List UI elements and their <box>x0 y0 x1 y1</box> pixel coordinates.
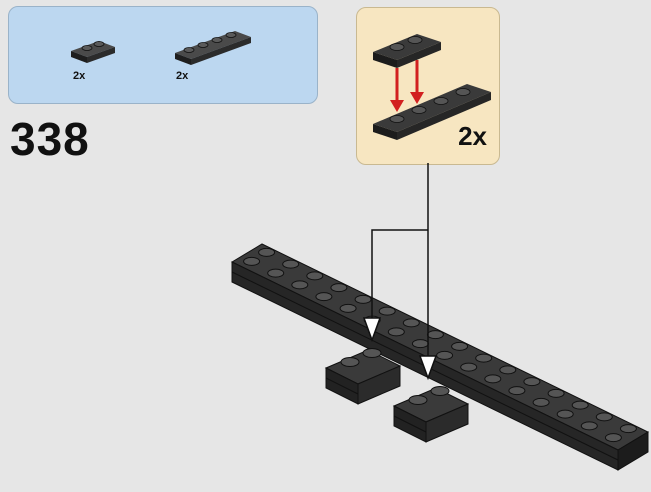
stud <box>402 318 420 328</box>
stud <box>451 341 469 351</box>
stud <box>436 350 454 360</box>
plate-1x4-icon <box>175 31 251 65</box>
new-plate-right <box>392 386 470 443</box>
stud <box>426 330 444 340</box>
stud <box>619 424 637 434</box>
subassembly-callout: 2x <box>356 7 500 165</box>
parts-list-illustration <box>71 31 251 65</box>
stud <box>354 294 372 304</box>
stud <box>378 306 396 316</box>
stud <box>499 365 517 375</box>
stud <box>363 315 381 325</box>
stud <box>258 247 276 257</box>
down-arrow-icon <box>390 60 424 112</box>
stud <box>411 339 429 349</box>
stud-group <box>243 247 637 443</box>
stud <box>595 412 613 422</box>
stud <box>387 327 405 337</box>
stud <box>571 400 589 410</box>
new-plate-left <box>324 348 402 405</box>
stud <box>604 433 622 443</box>
stud <box>508 386 526 396</box>
stud <box>484 374 502 384</box>
parts-list-panel: 2x 2x <box>8 6 318 104</box>
stud <box>556 409 574 419</box>
callout-quantity: 2x <box>458 121 487 151</box>
plate-1x4-quantity: 2x <box>176 70 189 82</box>
plate-1x2-icon <box>71 41 115 63</box>
stud <box>315 292 333 302</box>
stud <box>291 280 309 290</box>
plate-1x2-quantity: 2x <box>73 70 86 82</box>
stud <box>580 421 598 431</box>
stud <box>532 397 550 407</box>
stud <box>330 283 348 293</box>
stud <box>306 271 324 281</box>
callout-connector <box>362 163 438 381</box>
plate-1x2-icon <box>373 34 441 68</box>
long-plate <box>230 243 650 471</box>
stud <box>282 259 300 269</box>
stud <box>339 303 357 313</box>
stud <box>243 256 261 266</box>
stud <box>267 268 285 278</box>
step-number: 338 <box>10 113 90 165</box>
stud <box>523 377 541 387</box>
subassembly-illustration <box>373 34 491 140</box>
stud <box>547 388 565 398</box>
stud <box>475 353 493 363</box>
plate-1x4-icon <box>373 84 491 140</box>
stud <box>460 362 478 372</box>
